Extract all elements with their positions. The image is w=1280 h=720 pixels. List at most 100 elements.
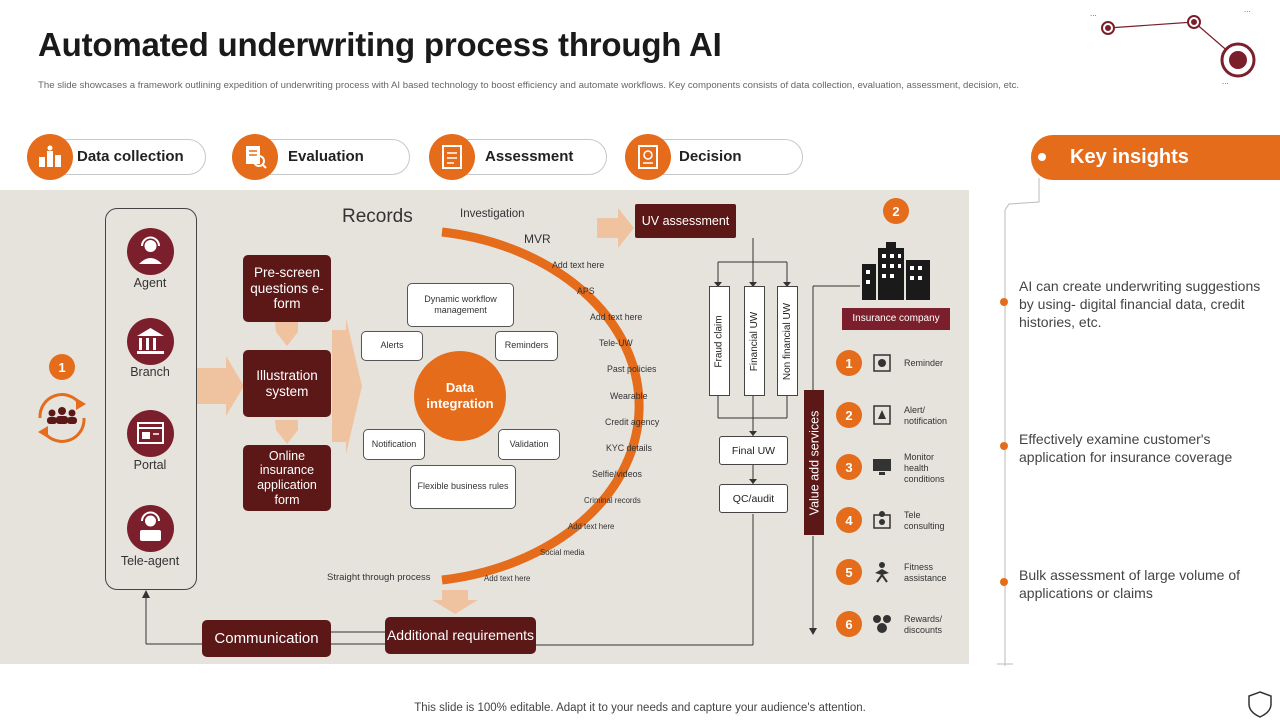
assessment-icon [429, 134, 475, 180]
page-title: Automated underwriting process through A… [38, 26, 722, 63]
service-number: 3 [836, 454, 862, 480]
bullet-icon [1038, 153, 1046, 161]
service-number: 4 [836, 507, 862, 533]
service-number: 1 [836, 350, 862, 376]
network-decoration-icon: ......... [1090, 6, 1256, 86]
record-item: Add text here [590, 312, 643, 322]
insight-item: AI can create underwriting suggestions b… [1019, 278, 1261, 331]
non-financial-uw-box: Non financial UW [777, 286, 798, 396]
record-item: Add text here [484, 574, 531, 583]
reminders-box: Reminders [495, 331, 558, 361]
qc-audit-box: QC/audit [719, 484, 788, 513]
fitness-icon [875, 562, 889, 583]
non-financial-uw-label: Non financial UW [782, 302, 794, 380]
stage-label: Assessment [485, 148, 574, 165]
notification-box: Notification [363, 429, 425, 460]
service-label: Tele consulting [904, 510, 945, 531]
reminder-icon [873, 354, 891, 372]
cycle-users-icon [38, 393, 86, 443]
insight-dot [1000, 298, 1008, 306]
channel-portal-label: Portal [133, 458, 167, 472]
workflow-management-box: Dynamic workflow management [407, 283, 514, 327]
stage-label: Decision [679, 148, 742, 165]
straight-through-label: Straight through process [327, 572, 431, 583]
footer-note: This slide is 100% editable. Adapt it to… [414, 702, 866, 714]
mvr-label: MVR [524, 232, 551, 246]
uv-assessment-box: UV assessment [635, 204, 736, 238]
tele-agent-icon [127, 505, 174, 552]
rewards-icon [873, 615, 891, 633]
channels-panel [105, 208, 197, 590]
portal-icon [127, 410, 174, 457]
validation-box: Validation [498, 429, 560, 460]
monitor-icon [873, 459, 891, 475]
branch-icon [127, 318, 174, 365]
badge-two: 2 [883, 198, 909, 224]
channel-tele-agent-label: Tele-agent [120, 554, 180, 568]
service-label: Alert/ notification [904, 405, 948, 426]
agent-icon [127, 228, 174, 275]
insights-connector [997, 178, 1040, 666]
service-label: Rewards/ discounts [904, 614, 943, 635]
online-application-box: Online insurance application form [243, 445, 331, 511]
service-label: Monitor health conditions [904, 452, 945, 484]
channel-agent-label: Agent [133, 276, 167, 290]
service-number: 5 [836, 559, 862, 585]
page-subtitle: The slide showcases a framework outlinin… [38, 80, 1020, 91]
data-collection-icon [27, 134, 73, 180]
data-integration-hub: Data integration [414, 351, 506, 441]
fraud-claim-label: Fraud claim [714, 314, 725, 368]
additional-requirements-box: Additional requirements [385, 617, 536, 654]
service-number: 6 [836, 611, 862, 637]
svg-text:...: ... [1090, 9, 1097, 18]
channel-branch-label: Branch [130, 365, 170, 379]
record-item: Criminal records [584, 496, 641, 505]
value-add-services-label: Value add services [807, 410, 821, 515]
insight-dot [1000, 578, 1008, 586]
decision-icon [625, 134, 671, 180]
illustration-system-box: Illustration system [243, 350, 331, 417]
stage-assessment[interactable]: Assessment [429, 134, 607, 180]
svg-text:...: ... [1244, 6, 1251, 14]
service-number: 2 [836, 402, 862, 428]
final-uw-box: Final UW [719, 436, 788, 465]
record-item: Wearable [610, 391, 648, 401]
stage-label: Data collection [77, 148, 184, 165]
evaluation-icon [232, 134, 278, 180]
record-item: APS [577, 286, 595, 296]
stage-data-collection[interactable]: Data collection [27, 134, 206, 180]
business-rules-box: Flexible business rules [410, 465, 516, 509]
record-item: KYC details [606, 443, 652, 453]
alerts-box: Alerts [361, 331, 423, 361]
communication-box: Communication [202, 620, 331, 657]
key-insights-title: Key insights [1070, 146, 1189, 168]
shield-icon [1248, 691, 1272, 718]
prescreen-box: Pre-screen questions e-form [243, 255, 331, 322]
investigation-label: Investigation [460, 208, 525, 220]
record-item: Past policies [607, 364, 657, 374]
svg-text:...: ... [1222, 77, 1229, 86]
insight-dot [1000, 442, 1008, 450]
stage-decision[interactable]: Decision [625, 134, 803, 180]
financial-uw-label: Financial UW [749, 311, 760, 371]
key-insights-header: Key insights [1031, 135, 1280, 180]
diagram-connectors [142, 208, 860, 646]
tele-consulting-icon [873, 511, 891, 529]
record-item: Credit agency [605, 417, 660, 427]
record-item: Social media [540, 548, 585, 557]
financial-uw-box: Financial UW [744, 286, 765, 396]
stage-label: Evaluation [288, 148, 364, 165]
record-item: Add text here [568, 522, 615, 531]
alert-icon [873, 405, 891, 425]
insight-item: Effectively examine customer's applicati… [1019, 431, 1233, 466]
insurance-company-label: Insurance company [842, 308, 950, 330]
value-add-services-bar: Value add services [804, 390, 824, 535]
fraud-claim-box: Fraud claim [709, 286, 730, 396]
record-item: Selfie/videos [592, 469, 642, 479]
service-label: Fitness assistance [904, 562, 947, 583]
record-item: Tele-UW [599, 338, 633, 348]
building-icon [862, 242, 930, 300]
service-label: Reminder [904, 358, 944, 368]
stage-evaluation[interactable]: Evaluation [232, 134, 410, 180]
records-title: Records [342, 206, 413, 227]
